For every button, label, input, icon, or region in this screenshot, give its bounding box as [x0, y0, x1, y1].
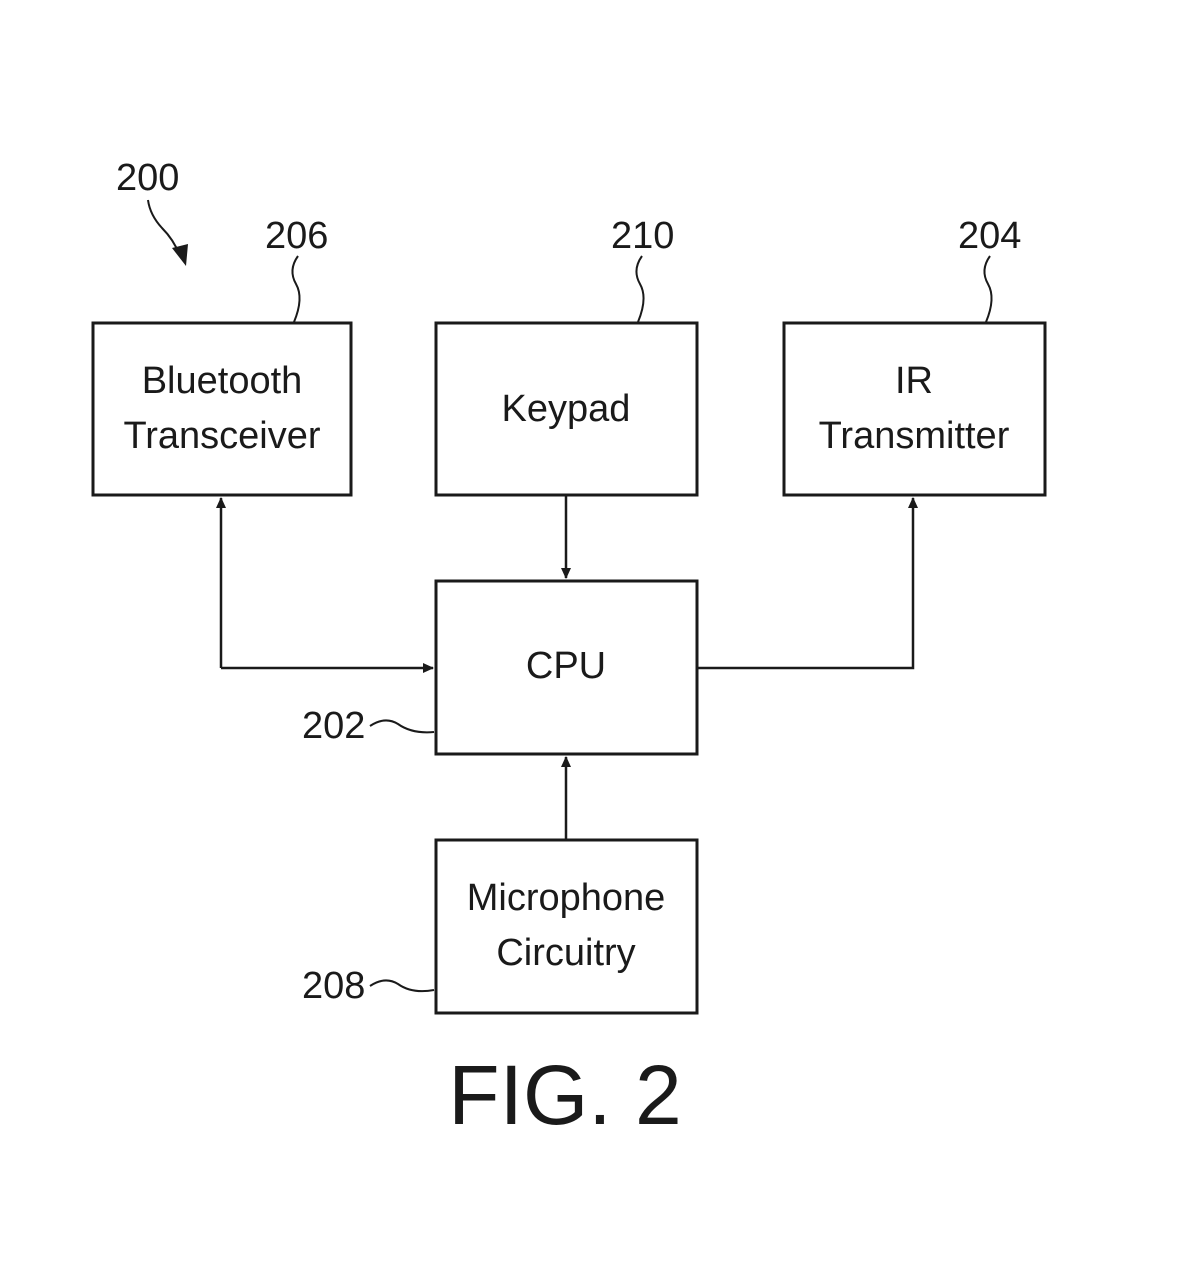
ir-label-line2: Transmitter	[819, 415, 1010, 457]
keypad-ref-leader	[636, 256, 643, 322]
bluetooth-label-line2: Transceiver	[123, 415, 320, 457]
microphone-ref-label: 208	[302, 965, 365, 1007]
microphone-ref-leader	[370, 980, 434, 991]
system-ref-arrowhead	[172, 244, 188, 266]
figure-caption: FIG. 2	[448, 1048, 681, 1142]
cpu-block: CPU	[436, 581, 697, 754]
system-ref-label: 200	[116, 157, 179, 199]
cpu-ir-connector	[697, 498, 913, 668]
ir-transmitter-block: IR Transmitter	[784, 323, 1045, 495]
bluetooth-ref-label: 206	[265, 215, 328, 257]
ir-label-line1: IR	[895, 360, 933, 402]
microphone-label-line2: Circuitry	[496, 932, 635, 974]
ir-ref-label: 204	[958, 215, 1021, 257]
keypad-ref-label: 210	[611, 215, 674, 257]
keypad-label: Keypad	[502, 388, 631, 430]
microphone-circuitry-block: Microphone Circuitry	[436, 840, 697, 1013]
bluetooth-label-line1: Bluetooth	[142, 360, 303, 402]
cpu-ref-label: 202	[302, 705, 365, 747]
microphone-label-line1: Microphone	[467, 877, 666, 919]
ir-ref-leader	[984, 256, 991, 322]
cpu-ref-leader	[370, 720, 434, 732]
bluetooth-ref-leader	[292, 256, 299, 322]
cpu-label: CPU	[526, 645, 606, 687]
bluetooth-transceiver-block: Bluetooth Transceiver	[93, 323, 351, 495]
keypad-block: Keypad	[436, 323, 697, 495]
